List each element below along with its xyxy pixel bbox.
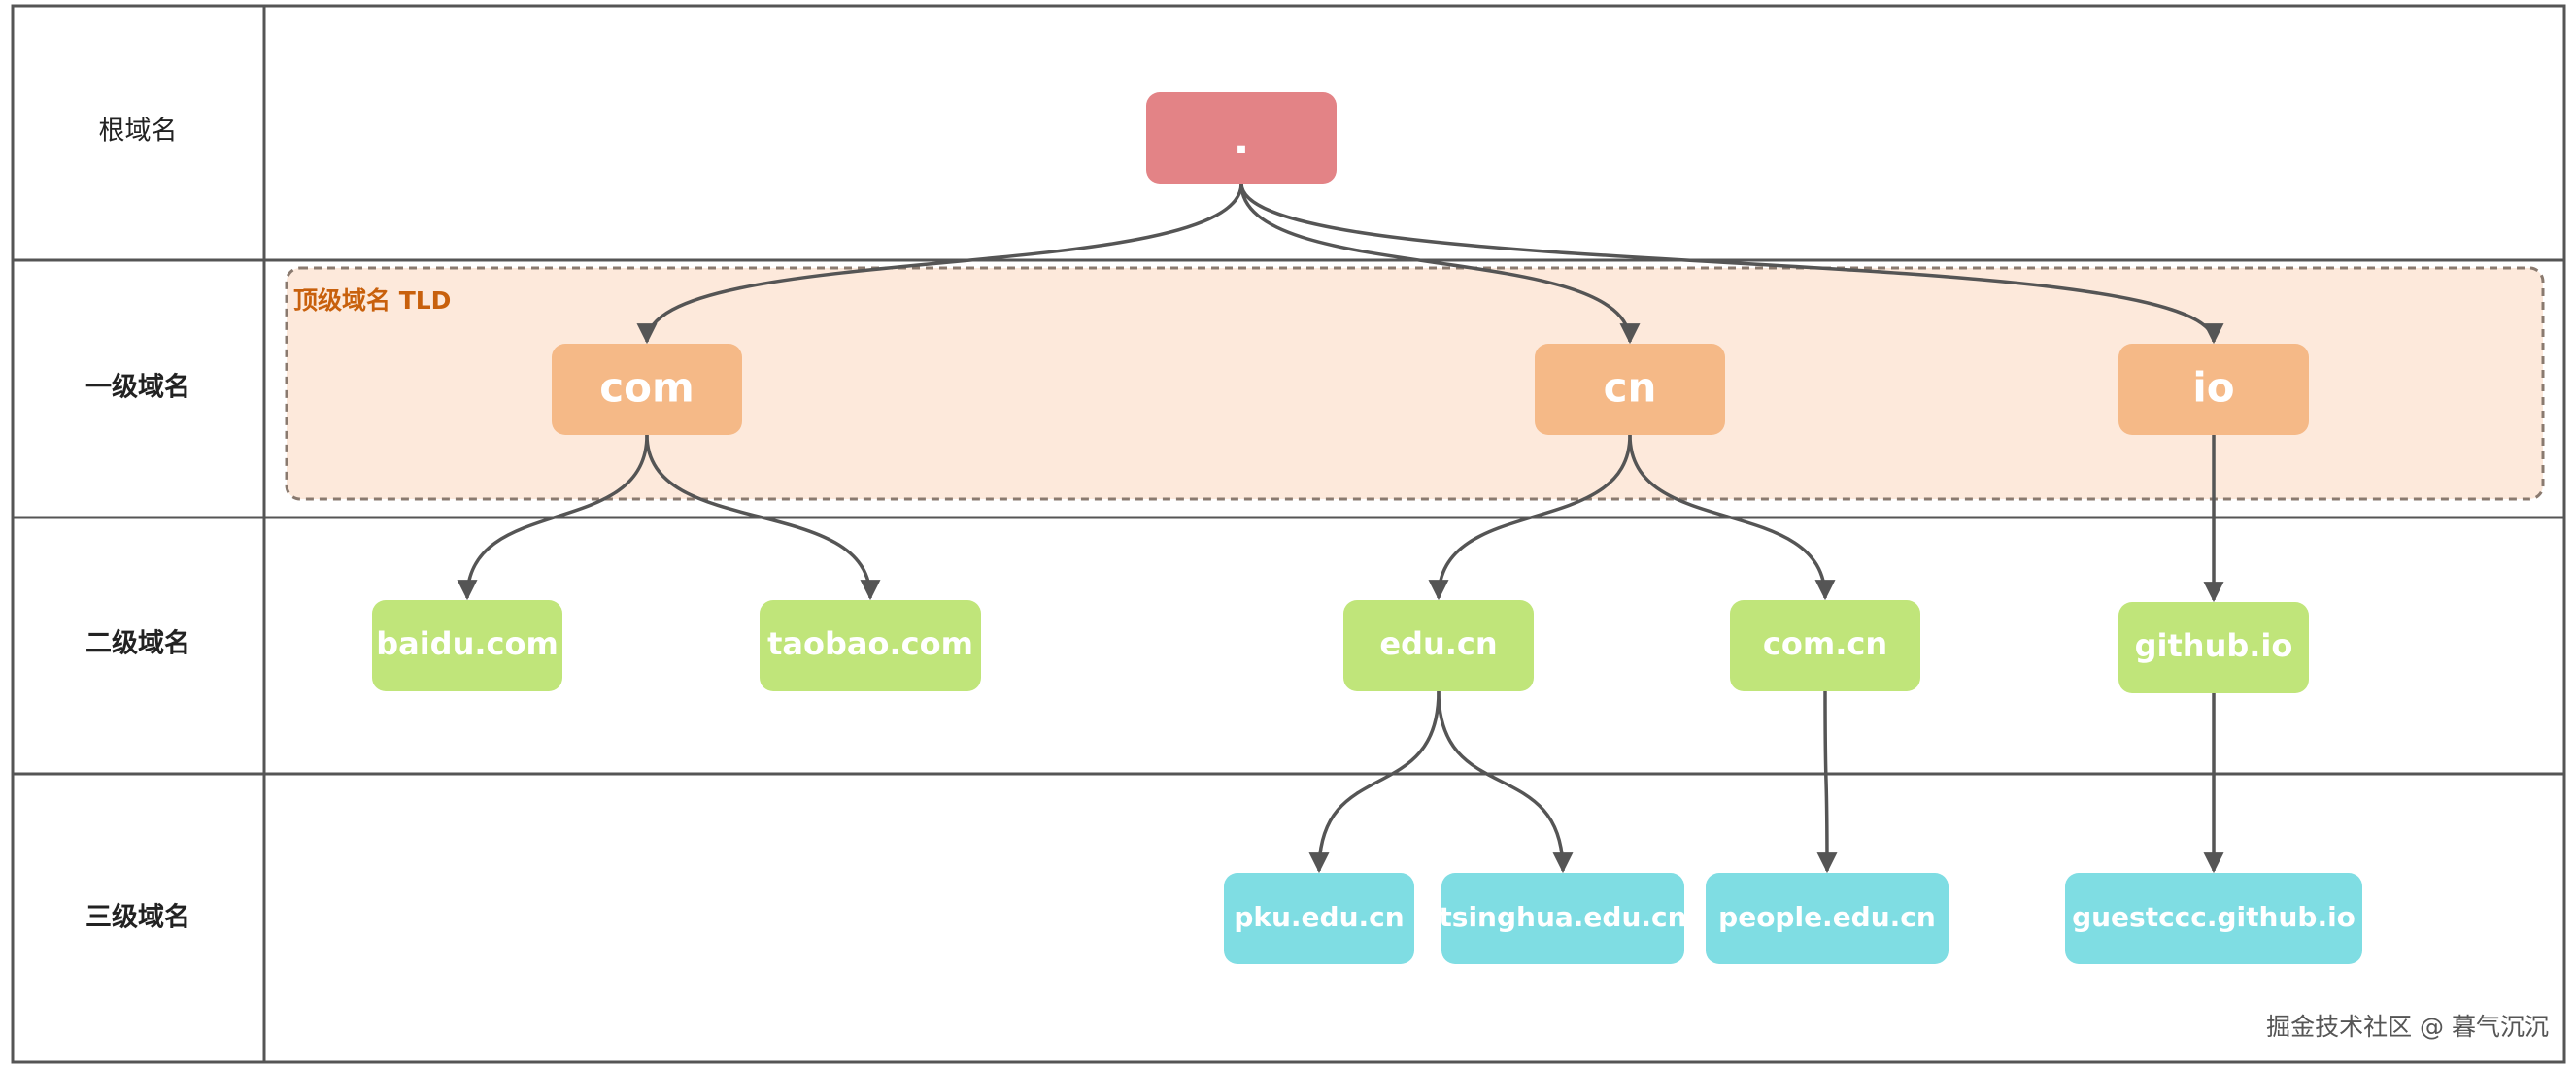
node-pku-edu-cn: pku.edu.cn [1224,873,1414,964]
node-com-box [552,344,742,435]
node-github-io: github.io [2118,602,2309,693]
node-com: com [552,344,742,435]
watermark: 掘金技术社区 @ 暮气沉沉 [2266,1013,2549,1041]
node-github-io-label: github.io [2135,627,2293,664]
row-label-root: 根域名 [99,117,178,147]
node-edu-cn-label: edu.cn [1379,625,1497,662]
nodes: . com cn io baidu.com taobao.com edu.cn [372,92,2362,964]
node-tsinghua-edu-cn-label: tsinghua.edu.cn [1439,901,1686,933]
node-taobao-com-box [760,600,981,691]
node-com-label: com [599,364,695,412]
edge-cn-to-educn [1428,434,1632,601]
node-io-label: io [2192,364,2234,412]
node-guestccc-github-io: guestccc.github.io [2065,873,2362,964]
row-label-first-level: 一级域名 [85,372,190,403]
edges [457,183,2224,874]
edge-com-to-taobao [645,434,881,601]
node-cn-box [1535,344,1725,435]
edge-root-to-com [636,183,1243,345]
row-label-second-level: 二级域名 [85,628,190,659]
node-io-box [2118,344,2309,435]
node-root: . [1146,92,1337,184]
node-people-edu-cn: people.edu.cn [1706,873,1949,964]
node-people-edu-cn-label: people.edu.cn [1718,901,1936,933]
node-guestccc-github-io-box [2065,873,2362,964]
node-baidu-com: baidu.com [372,600,562,691]
edge-educn-to-pku [1308,690,1441,874]
node-taobao-com-label: taobao.com [767,625,973,662]
node-cn-label: cn [1604,364,1657,412]
edge-root-to-io [1239,183,2224,345]
node-com-cn-label: com.cn [1763,625,1887,662]
row-label-third-level: 三级域名 [85,902,190,933]
edge-root-to-cn [1239,183,1641,345]
node-io: io [2118,344,2309,435]
row-grid [11,4,2566,1064]
node-baidu-com-label: baidu.com [376,625,559,662]
edge-educn-to-tsinghua [1437,690,1574,874]
edge-comcn-to-people [1816,690,1838,874]
node-com-cn-box [1730,600,1920,691]
node-guestccc-github-io-label: guestccc.github.io [2072,901,2356,933]
edge-com-to-baidu [457,434,649,601]
node-tsinghua-edu-cn-box [1441,873,1684,964]
node-com-cn: com.cn [1730,600,1920,691]
node-pku-edu-cn-label: pku.edu.cn [1234,901,1404,933]
node-edu-cn-box [1343,600,1534,691]
node-root-label: . [1234,115,1250,164]
node-pku-edu-cn-box [1224,873,1414,964]
node-taobao-com: taobao.com [760,600,981,691]
node-edu-cn: edu.cn [1343,600,1534,691]
node-root-box [1146,92,1337,184]
tld-region-label: 顶级域名 TLD [293,286,451,315]
node-tsinghua-edu-cn: tsinghua.edu.cn [1439,873,1687,964]
node-people-edu-cn-box [1706,873,1949,964]
tld-region [285,266,2545,501]
node-cn: cn [1535,344,1725,435]
edge-cn-to-comcn [1628,434,1836,601]
node-baidu-com-box [372,600,562,691]
node-github-io-box [2118,602,2309,693]
